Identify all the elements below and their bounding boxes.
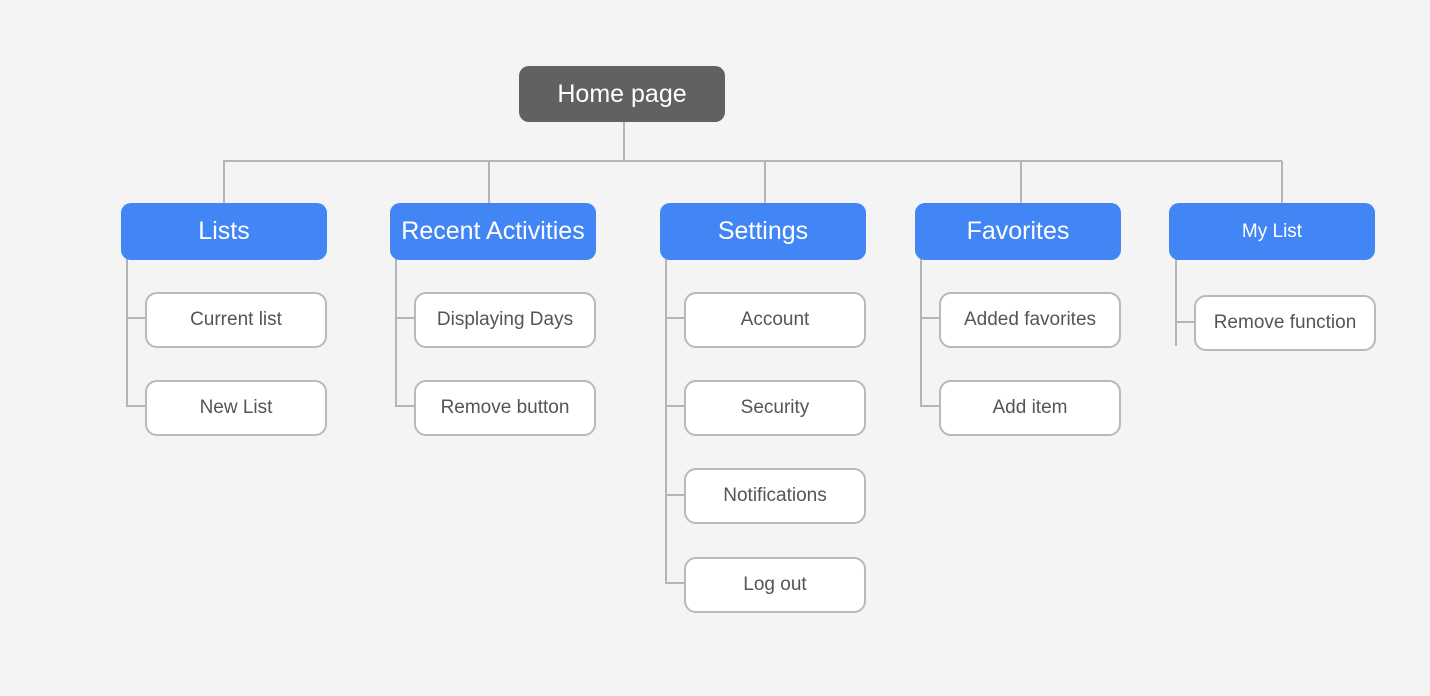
node-added-favorites: Added favorites bbox=[939, 292, 1121, 348]
node-remove-button: Remove button bbox=[414, 380, 596, 436]
node-remove-function: Remove function bbox=[1194, 295, 1376, 351]
node-my-list: My List bbox=[1169, 203, 1375, 260]
node-add-item: Add item bbox=[939, 380, 1121, 436]
node-recent-activities: Recent Activities bbox=[390, 203, 596, 260]
node-favorites: Favorites bbox=[915, 203, 1121, 260]
node-home-page: Home page bbox=[519, 66, 725, 122]
node-account: Account bbox=[684, 292, 866, 348]
node-lists: Lists bbox=[121, 203, 327, 260]
node-new-list: New List bbox=[145, 380, 327, 436]
node-displaying-days: Displaying Days bbox=[414, 292, 596, 348]
node-settings: Settings bbox=[660, 203, 866, 260]
node-current-list: Current list bbox=[145, 292, 327, 348]
node-log-out: Log out bbox=[684, 557, 866, 613]
node-notifications: Notifications bbox=[684, 468, 866, 524]
node-security: Security bbox=[684, 380, 866, 436]
